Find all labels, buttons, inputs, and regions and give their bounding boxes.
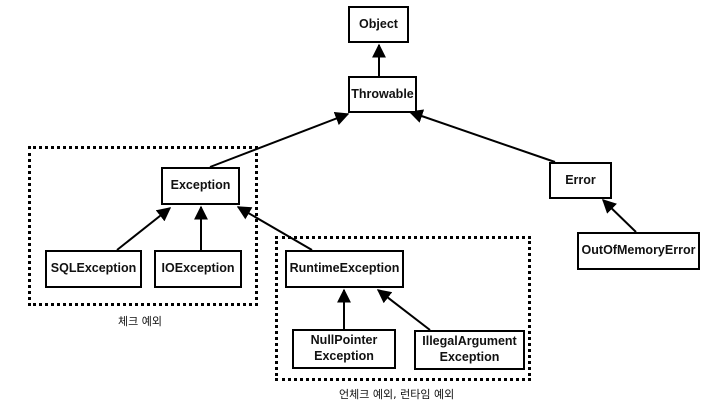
node-out-of-memory-error: OutOfMemoryError <box>577 232 700 270</box>
checked-exception-group <box>28 146 258 306</box>
arrow-runtime-to-exception <box>236 206 313 251</box>
node-null-pointer-exception: NullPointer Exception <box>292 329 396 369</box>
arrow-exception-to-throwable <box>209 111 350 168</box>
arrow-illegalargument-to-runtime <box>376 289 431 331</box>
node-sql-exception: SQLException <box>45 250 142 288</box>
arrow-error-to-throwable <box>408 109 556 163</box>
node-error: Error <box>549 162 612 199</box>
node-throwable: Throwable <box>348 76 417 113</box>
node-runtime-exception: RuntimeException <box>285 250 404 288</box>
unchecked-exception-label: 언체크 예외, 런타임 예외 <box>339 388 455 401</box>
node-exception: Exception <box>161 167 240 205</box>
node-object: Object <box>348 6 409 43</box>
arrow-sql-to-exception <box>116 207 172 251</box>
checked-exception-label: 체크 예외 <box>118 315 162 328</box>
arrow-oom-to-error <box>601 199 637 233</box>
node-io-exception: IOException <box>154 250 242 288</box>
unchecked-exception-group <box>275 236 531 381</box>
node-illegal-argument-exception: IllegalArgument Exception <box>414 330 525 370</box>
